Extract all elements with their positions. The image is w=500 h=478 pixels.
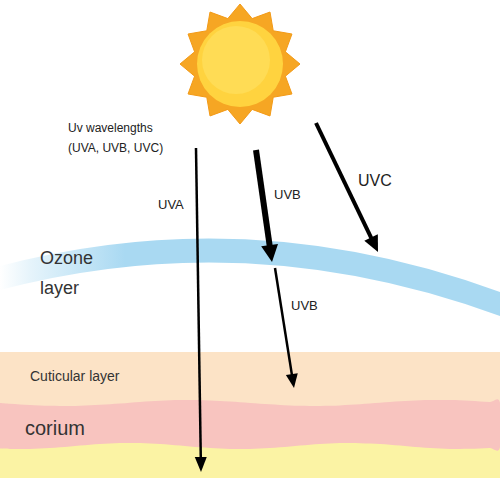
ray-arrowhead [261,244,278,262]
ray-label: UVC [358,171,392,190]
layer-name: corium [25,416,85,440]
ray-arrowhead [286,373,298,388]
corium-wave-fill [0,399,500,450]
skin-layer-band: corium [0,398,500,452]
ozone-band: Ozone layer [0,200,500,330]
label-holder: UVA [158,197,184,213]
ray-arrowhead [195,457,207,472]
ray-label: UVA [158,197,184,213]
layer-name: Cuticular layer [30,367,119,385]
label-holder: UVB [291,298,318,314]
sun-icon [180,4,300,124]
label-holder: UVC [358,171,392,190]
label-holder: UVB [274,187,301,203]
ray-label: UVB [274,187,301,203]
ray-shaft [256,150,270,247]
skin-layer-band: Cuticular layer [0,352,500,408]
figure-note: Uv wavelengths (UVA, UVB, UVC) [68,118,176,158]
ozone-arc-fill [0,238,500,316]
layer-name: Ozone layer [40,243,106,303]
sun-disc [197,21,283,107]
sun-highlight [202,26,270,94]
uvb-ray [256,150,278,262]
ray-shaft [196,148,201,459]
ray-shaft [275,268,292,376]
uva-ray [195,148,207,472]
uvb-ray [275,268,298,388]
ray-arrowhead [364,234,378,252]
sun-rays [180,4,300,124]
ray-label: UVB [291,298,318,314]
label-holder: Uv wavelengths (UVA, UVB, UVC) [68,118,176,158]
